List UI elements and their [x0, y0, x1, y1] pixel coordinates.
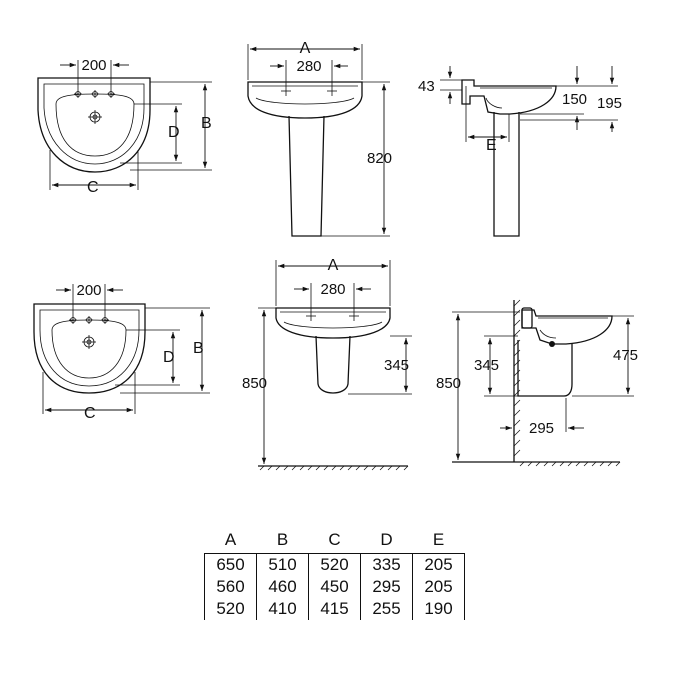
- semi-pedestal-basin-side: 850 345 475 295: [436, 299, 638, 467]
- dimension-d-label: D: [163, 349, 175, 366]
- table-cell: 410: [256, 598, 309, 620]
- dimension-a-label: A: [328, 257, 339, 274]
- dimension-c-label: C: [84, 405, 96, 422]
- drain-icon: [88, 110, 102, 124]
- depth-150-label: 150: [562, 91, 587, 108]
- dimensions-table: A B C D E 650 510 520 335 205 560 460 45…: [204, 527, 465, 620]
- table-cell: 520: [204, 598, 257, 620]
- semi-pedestal-basin-front: A 280 850 345: [242, 257, 412, 471]
- install-height-label: 850: [436, 375, 461, 392]
- basin-plan-bottom: 200 B D C: [33, 282, 210, 422]
- wall-offset-label: 295: [529, 420, 554, 437]
- table-row: 560 460 450 295 205: [204, 576, 465, 598]
- column-header-c: C: [328, 530, 341, 549]
- hole-icon: [281, 86, 337, 96]
- table-cell: 650: [204, 553, 257, 576]
- semi-pedestal-height-label: 345: [384, 357, 409, 374]
- dimension-e-label: E: [486, 137, 497, 154]
- table-row: 520 410 415 255 190: [204, 598, 465, 620]
- table-cell: 255: [360, 598, 413, 620]
- hole-spacing-label: 280: [320, 281, 345, 298]
- floor-hatch: [259, 465, 409, 471]
- column-header-d: D: [380, 530, 393, 549]
- table-cell: 205: [412, 553, 465, 576]
- rim-thickness-label: 43: [418, 78, 435, 95]
- column-header-b: B: [276, 530, 289, 549]
- semi-pedestal-height-label: 345: [474, 357, 499, 374]
- table-cell: 520: [308, 553, 361, 576]
- wall-hatch: [513, 299, 521, 457]
- pedestal-height-label: 820: [367, 150, 392, 167]
- wall-bracket-height-label: 475: [613, 347, 638, 364]
- hole-spacing-label: 280: [296, 58, 321, 75]
- column-header-a: A: [224, 530, 237, 549]
- table-cell: 460: [256, 576, 309, 598]
- dimension-b-label: B: [201, 115, 212, 132]
- tap-hole-icon: [74, 90, 115, 98]
- tap-spacing-label: 200: [76, 282, 101, 299]
- install-height-label: 850: [242, 375, 267, 392]
- dimension-a-label: A: [300, 40, 311, 57]
- dimension-c-label: C: [87, 179, 99, 196]
- dimension-b-label: B: [193, 340, 204, 357]
- table-cell: 205: [412, 576, 465, 598]
- table-cell: 190: [412, 598, 465, 620]
- pedestal-basin-side: 43 150 195 E: [418, 66, 622, 237]
- floor-hatch: [519, 461, 621, 467]
- hole-icon: [306, 311, 359, 321]
- table-cell: 335: [360, 553, 413, 576]
- table-row: 650 510 520 335 205: [204, 553, 465, 576]
- pedestal-basin-front: A 280 820: [247, 40, 392, 237]
- column-header-e: E: [432, 530, 445, 549]
- dimension-d-label: D: [168, 124, 180, 141]
- table-cell: 295: [360, 576, 413, 598]
- table-cell: 450: [308, 576, 361, 598]
- drain-icon: [82, 335, 96, 349]
- tap-spacing-label: 200: [81, 57, 106, 74]
- table-header-row: A B C D E: [205, 527, 465, 554]
- basin-plan-top: 200 B D C: [37, 57, 212, 196]
- table-cell: 415: [308, 598, 361, 620]
- tap-hole-icon: [69, 316, 109, 324]
- table-cell: 560: [204, 576, 257, 598]
- table-cell: 510: [256, 553, 309, 576]
- depth-195-label: 195: [597, 95, 622, 112]
